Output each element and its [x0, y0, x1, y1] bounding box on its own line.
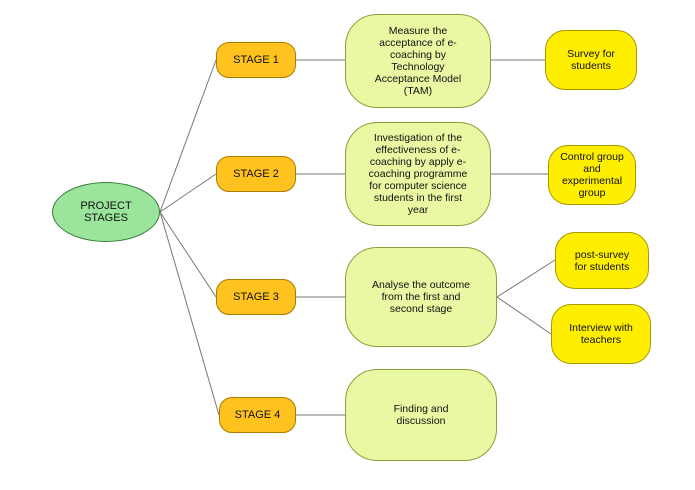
- stage-1-description: Measure the acceptance of e- coaching by…: [345, 14, 491, 108]
- stage-3-output-post-survey: post-survey for students: [555, 232, 649, 289]
- connector-root-stage-4: [159, 211, 220, 416]
- connector-root-stage-1: [159, 59, 217, 213]
- stage-3-output-interview: Interview with teachers: [551, 304, 651, 364]
- stage-4-node: STAGE 4: [219, 397, 296, 433]
- stage-4-description: Finding and discussion: [345, 369, 497, 461]
- root-node-project-stages: PROJECT STAGES: [52, 182, 160, 242]
- stage-2-output-groups: Control group and experimental group: [548, 145, 636, 205]
- stage-3-description: Analyse the outcome from the first and s…: [345, 247, 497, 347]
- stage-2-node: STAGE 2: [216, 156, 296, 192]
- connector-desc-3-output-b: [496, 296, 552, 335]
- stage-1-output-survey: Survey for students: [545, 30, 637, 90]
- connector-root-stage-2: [159, 173, 217, 213]
- stage-3-node: STAGE 3: [216, 279, 296, 315]
- connector-root-stage-3: [159, 211, 217, 298]
- stage-2-description: Investigation of the effectiveness of e-…: [345, 122, 491, 226]
- connector-desc-3-output-a: [496, 259, 556, 298]
- stage-1-node: STAGE 1: [216, 42, 296, 78]
